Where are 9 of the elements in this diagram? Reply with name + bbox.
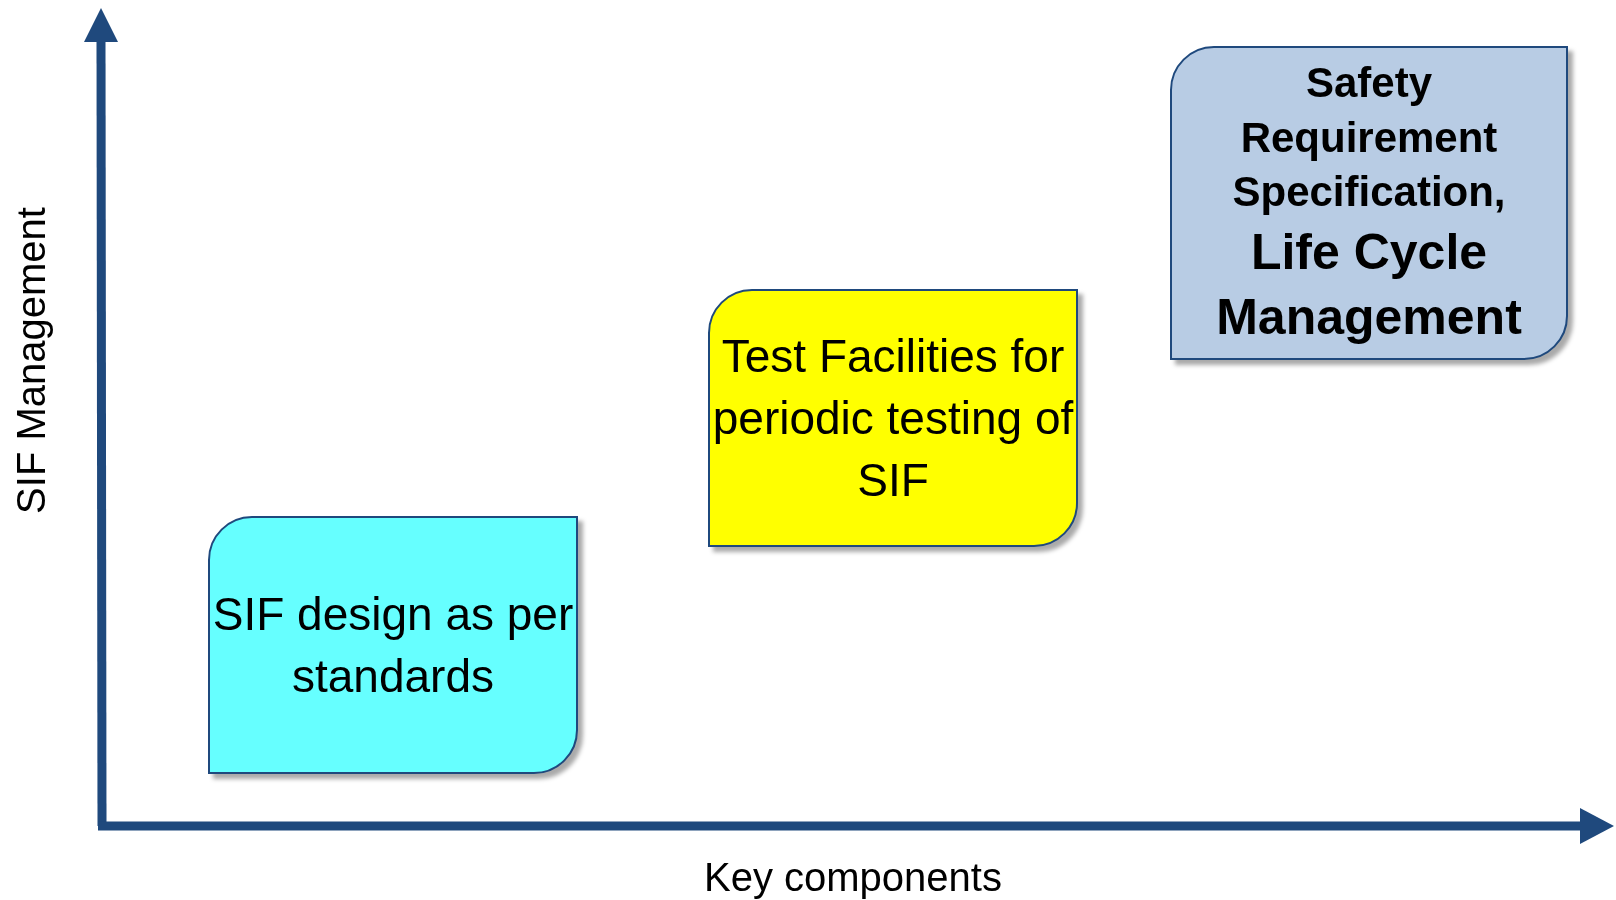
box-text: Life Cycle Management bbox=[1215, 222, 1523, 347]
axis-label: Key components bbox=[704, 854, 1002, 900]
process-box bbox=[208, 516, 578, 774]
process-box bbox=[708, 289, 1078, 547]
process-box bbox=[1170, 46, 1568, 360]
axis-label: SIF Management bbox=[8, 206, 54, 514]
box-text: Safety Requirement Specification, bbox=[1231, 58, 1507, 218]
box-text: SIF design as per standards bbox=[211, 586, 575, 704]
box-text: Test Facilities for periodic testing of SIF bbox=[711, 328, 1075, 509]
